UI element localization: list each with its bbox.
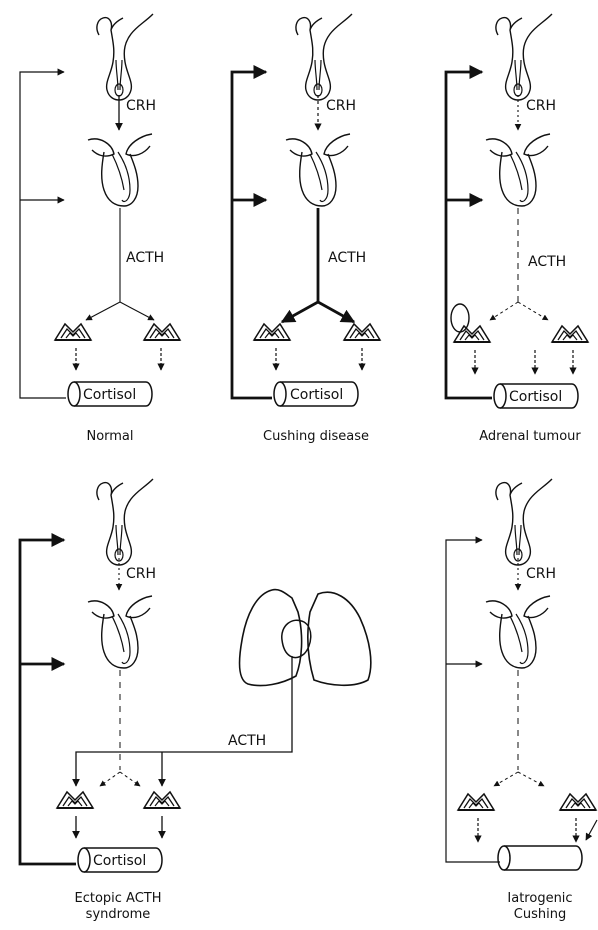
pituitary-ectopic: [88, 596, 152, 668]
crh-label-tumour: CRH: [526, 98, 556, 114]
adrenal-right-tumour: [552, 326, 588, 342]
adrenal-left-iatrogenic: [458, 794, 494, 810]
ectopic-acth-path: [76, 656, 292, 786]
pituitary-cushing: [286, 134, 350, 206]
feedback-tumour: [446, 72, 492, 398]
panel-iatrogenic: CRH Iatrogenic Cushing: [446, 479, 597, 922]
cortisol-label-ectopic: Cortisol: [93, 853, 146, 869]
exogenous-steroid-arrow: [586, 820, 597, 840]
feedback-normal: [20, 72, 66, 398]
cortisol-label-cushing: Cortisol: [290, 387, 343, 403]
panel-adrenal-tumour: CRH ACTH Cortisol Adrenal tumour: [446, 14, 588, 444]
adrenal-right-normal: [144, 324, 180, 340]
tumour-mass: [451, 304, 469, 332]
hypothalamus-ectopic: [97, 479, 153, 565]
caption-ectopic-line1: Ectopic ACTH: [74, 891, 161, 906]
panel-cushing-disease: CRH ACTH Cortisol Cushing disease: [232, 14, 380, 444]
cortisol-label-tumour: Cortisol: [509, 389, 562, 405]
acth-label-cushing: ACTH: [328, 250, 366, 266]
caption-ectopic-line2: syndrome: [86, 907, 151, 922]
caption-normal: Normal: [86, 429, 133, 444]
caption-adrenal-tumour: Adrenal tumour: [479, 429, 581, 444]
crh-label-iatrogenic: CRH: [526, 566, 556, 582]
pituitary-normal: [88, 134, 152, 206]
acth-label-normal: ACTH: [126, 250, 164, 266]
adrenal-left-normal: [55, 324, 91, 340]
acth-label-tumour: ACTH: [528, 254, 566, 270]
adrenal-left-ectopic: [57, 792, 93, 808]
adrenal-right-ectopic: [144, 792, 180, 808]
lungs: [240, 590, 371, 686]
caption-iatrogenic-line1: Iatrogenic: [507, 891, 572, 906]
adrenal-right-iatrogenic: [560, 794, 596, 810]
crh-label-cushing: CRH: [326, 98, 356, 114]
feedback-cushing: [232, 72, 272, 398]
feedback-ectopic: [20, 540, 76, 864]
cortisol-label-normal: Cortisol: [83, 387, 136, 403]
crh-label-ectopic: CRH: [126, 566, 156, 582]
hypothalamus-cushing: [296, 14, 352, 100]
cortisol-iatrogenic: [498, 846, 582, 870]
hypothalamus-iatrogenic: [496, 479, 552, 565]
adrenal-left-tumour: [454, 326, 490, 342]
acth-label-ectopic: ACTH: [228, 733, 266, 749]
hypothalamus-normal: [97, 14, 153, 100]
panel-ectopic-acth: CRH ACTH Cortisol Ectopic ACTH syndrome: [20, 479, 371, 922]
lung-tumour: [282, 620, 311, 657]
pituitary-tumour: [486, 134, 550, 206]
caption-iatrogenic-line2: Cushing: [514, 907, 566, 922]
adrenal-left-cushing: [254, 324, 290, 340]
panel-normal: CRH ACTH Cortisol Normal: [20, 14, 180, 444]
crh-label-normal: CRH: [126, 98, 156, 114]
pituitary-iatrogenic: [486, 596, 550, 668]
adrenal-right-cushing: [344, 324, 380, 340]
hypothalamus-tumour: [496, 14, 552, 100]
caption-cushing-disease: Cushing disease: [263, 429, 369, 444]
feedback-iatrogenic: [446, 540, 500, 862]
